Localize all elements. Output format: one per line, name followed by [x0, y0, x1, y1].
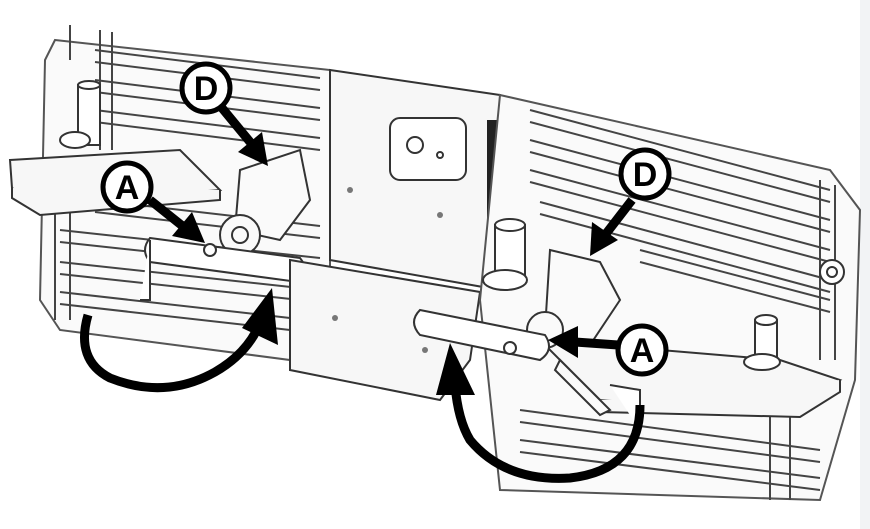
callout-a-left-label: A — [115, 169, 140, 207]
callout-d-left: D — [179, 61, 233, 115]
right-stud-left — [482, 218, 528, 291]
d-left-pointer-arrow — [218, 105, 268, 166]
a-right-pointer-arrow — [548, 326, 619, 358]
centre-bolts — [332, 187, 443, 353]
callout-a-right-label: A — [630, 332, 655, 370]
callout-a-right: A — [615, 323, 669, 377]
left-rotation-arrow — [80, 288, 278, 393]
callout-d-left-label: D — [194, 70, 219, 108]
right-end-cap — [819, 259, 845, 285]
right-handle — [413, 308, 641, 430]
callout-a-left: A — [100, 160, 154, 214]
centre-bracket — [389, 117, 467, 181]
callout-d-right-label: D — [633, 156, 658, 194]
right-grille-panel — [478, 93, 862, 502]
a-left-pointer-arrow — [147, 196, 205, 243]
left-clamp — [219, 148, 312, 256]
page-edge-strip — [860, 0, 870, 529]
callout-d-right: D — [618, 147, 672, 201]
right-stud-right — [743, 314, 781, 371]
d-right-pointer-arrow — [590, 197, 636, 256]
right-rotation-arrow — [436, 343, 645, 483]
right-grille-slats — [519, 109, 831, 491]
left-stud — [59, 80, 101, 149]
